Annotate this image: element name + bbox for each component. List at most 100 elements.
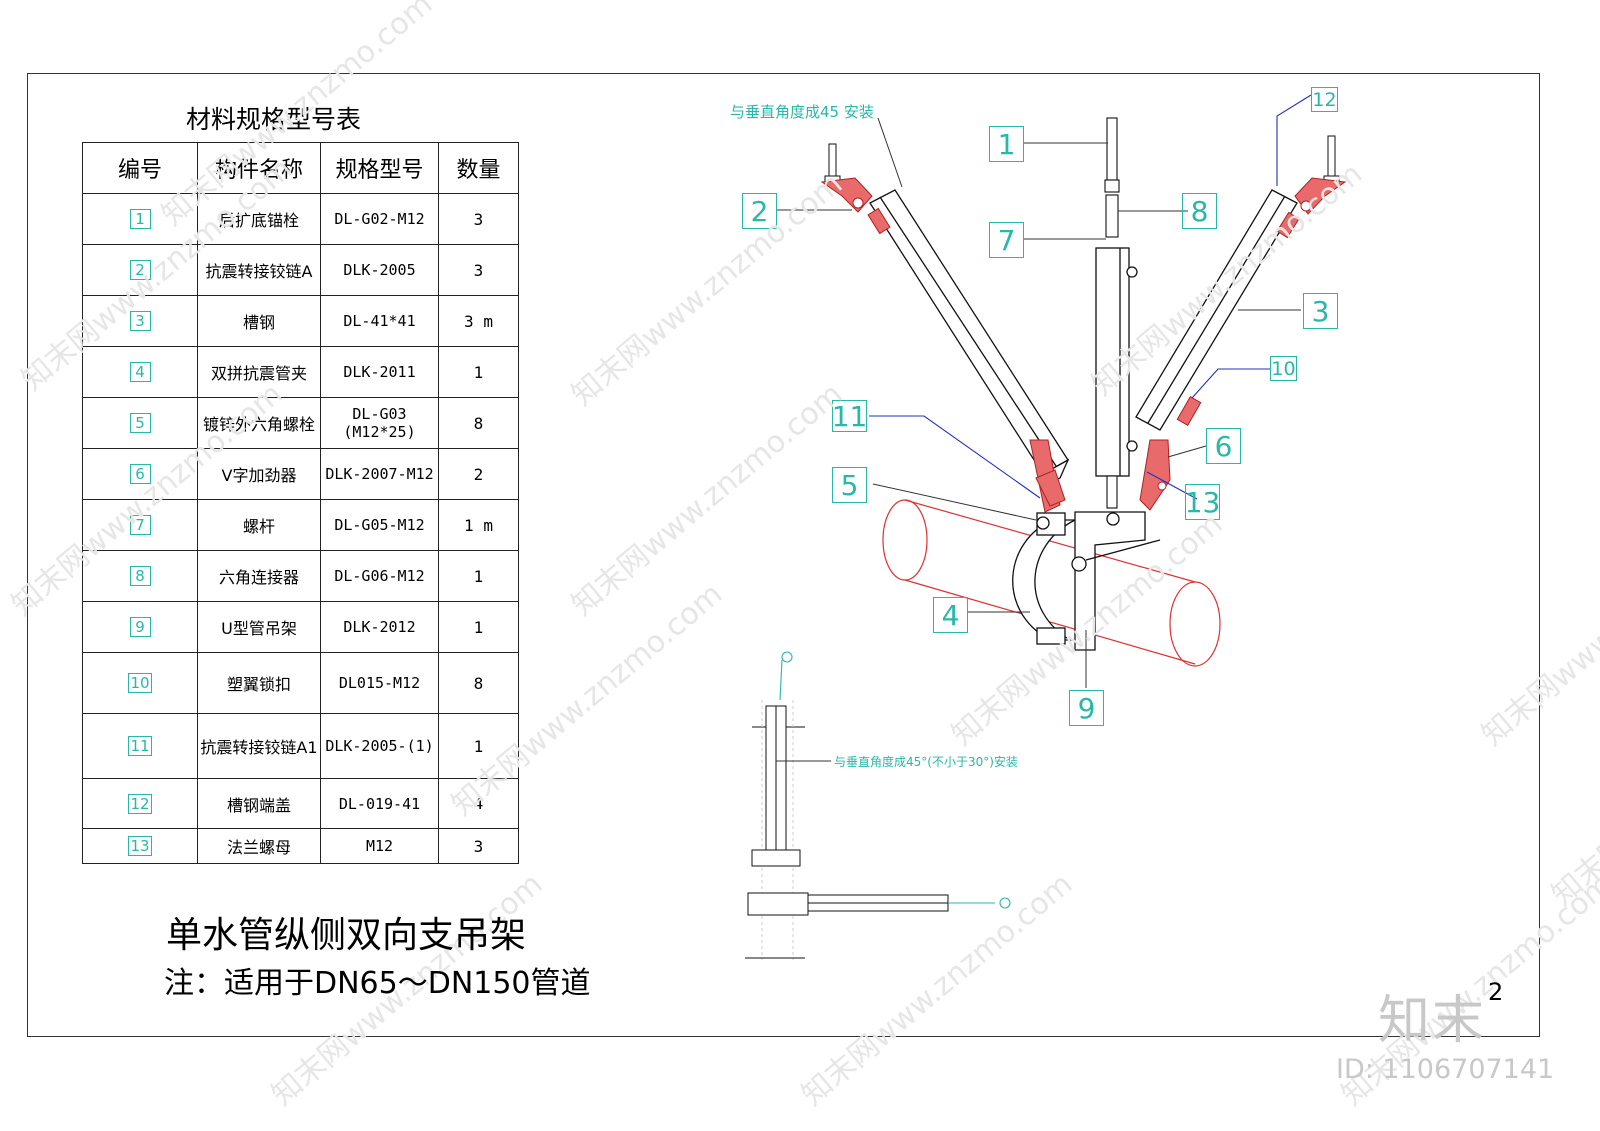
callout-13: 13 [1184, 484, 1221, 520]
qty-cell: 3 [438, 828, 519, 864]
name-cell: 抗震转接铰链A1 [197, 713, 321, 779]
annotation-side: 与垂直角度成45°(不小于30°)安装 [834, 755, 1018, 769]
item-number: 1 [129, 209, 151, 229]
no-cell: 2 [82, 244, 198, 296]
callout-5: 5 [832, 467, 867, 503]
no-cell: 7 [82, 499, 198, 551]
name-cell: 抗震转接铰链A [197, 244, 321, 296]
v-stiffener [1139, 396, 1202, 511]
table-title: 材料规格型号表 [186, 105, 362, 134]
item-number: 4 [129, 362, 151, 382]
qty-cell: 2 [438, 448, 519, 500]
callout-9: 9 [1069, 690, 1104, 726]
annotation-top: 与垂直角度成45 安装 [730, 103, 874, 121]
name-cell: 六角连接器 [197, 550, 321, 602]
no-cell: 3 [82, 295, 198, 347]
callout-11: 11 [831, 399, 868, 433]
name-cell: 法兰螺母 [197, 828, 321, 864]
item-number: 6 [129, 464, 151, 484]
side-view [745, 700, 949, 960]
item-number: 8 [129, 566, 151, 586]
callout-3: 3 [1303, 293, 1338, 329]
lower-left-hinge [1029, 439, 1066, 513]
threaded-rod [1104, 117, 1120, 509]
item-number: 12 [128, 793, 152, 814]
callout-8: 8 [1182, 193, 1217, 229]
qty-cell: 1 [438, 601, 519, 653]
qty-cell: 1 m [438, 499, 519, 551]
name-cell: 螺杆 [197, 499, 321, 551]
name-cell: 后扩底锚栓 [197, 193, 321, 245]
item-number: 2 [129, 260, 151, 280]
pipe-clamp [1012, 511, 1161, 651]
model-cell: DLK-2007-M12 [320, 448, 439, 500]
znzmo-logo: 知末 [1378, 991, 1487, 1051]
item-number: 9 [129, 617, 151, 637]
model-cell: DL-G06-M12 [320, 550, 439, 602]
no-cell: 13 [82, 828, 198, 864]
name-cell: V字加劲器 [197, 448, 321, 500]
header-qty: 数量 [438, 142, 519, 194]
drawing-note: 注：适用于DN65～DN150管道 [164, 966, 591, 1001]
leader-lines-blue [869, 94, 1312, 500]
side-view-hinges [779, 651, 1011, 909]
callout-1: 1 [989, 126, 1024, 162]
model-cell: DLK-2012 [320, 601, 439, 653]
qty-cell: 1 [438, 346, 519, 398]
name-cell: 槽钢 [197, 295, 321, 347]
right-hinge [1276, 177, 1347, 239]
page-number: 2 [1488, 978, 1504, 1006]
water-pipe [882, 499, 1221, 667]
leader-lines [776, 117, 1301, 762]
item-number: 7 [129, 515, 151, 535]
qty-cell: 3 [438, 193, 519, 245]
name-cell: 塑翼锁扣 [197, 652, 321, 714]
no-cell: 11 [82, 713, 198, 779]
qty-cell: 8 [438, 652, 519, 714]
right-diagonal-channel [1135, 189, 1298, 431]
no-cell: 5 [82, 397, 198, 449]
callout-10: 10 [1270, 356, 1297, 381]
name-cell: 槽钢端盖 [197, 778, 321, 829]
callout-6: 6 [1206, 428, 1241, 464]
no-cell: 12 [82, 778, 198, 829]
item-number: 5 [129, 413, 151, 433]
model-cell: M12 [320, 828, 439, 864]
callout-2: 2 [742, 193, 777, 229]
qty-cell: 3 [438, 244, 519, 296]
item-number: 13 [128, 836, 152, 856]
model-cell: DL-019-41 [320, 778, 439, 829]
drawing-title: 单水管纵侧双向支吊架 [166, 915, 527, 956]
no-cell: 10 [82, 652, 198, 714]
no-cell: 6 [82, 448, 198, 500]
qty-cell: 1 [438, 713, 519, 779]
item-number: 3 [129, 311, 151, 331]
image-id: ID: 1106707141 [1336, 1054, 1555, 1085]
no-cell: 9 [82, 601, 198, 653]
callout-12: 12 [1311, 87, 1338, 112]
no-cell: 1 [82, 193, 198, 245]
qty-cell: 4 [438, 778, 519, 829]
sheet-border [27, 73, 1540, 1037]
item-number: 11 [128, 736, 152, 756]
left-hinge [820, 177, 891, 235]
model-cell: DLK-2005 [320, 244, 439, 296]
item-number: 10 [128, 673, 152, 693]
no-cell: 4 [82, 346, 198, 398]
model-cell: DL-G02-M12 [320, 193, 439, 245]
callout-7: 7 [989, 222, 1024, 258]
